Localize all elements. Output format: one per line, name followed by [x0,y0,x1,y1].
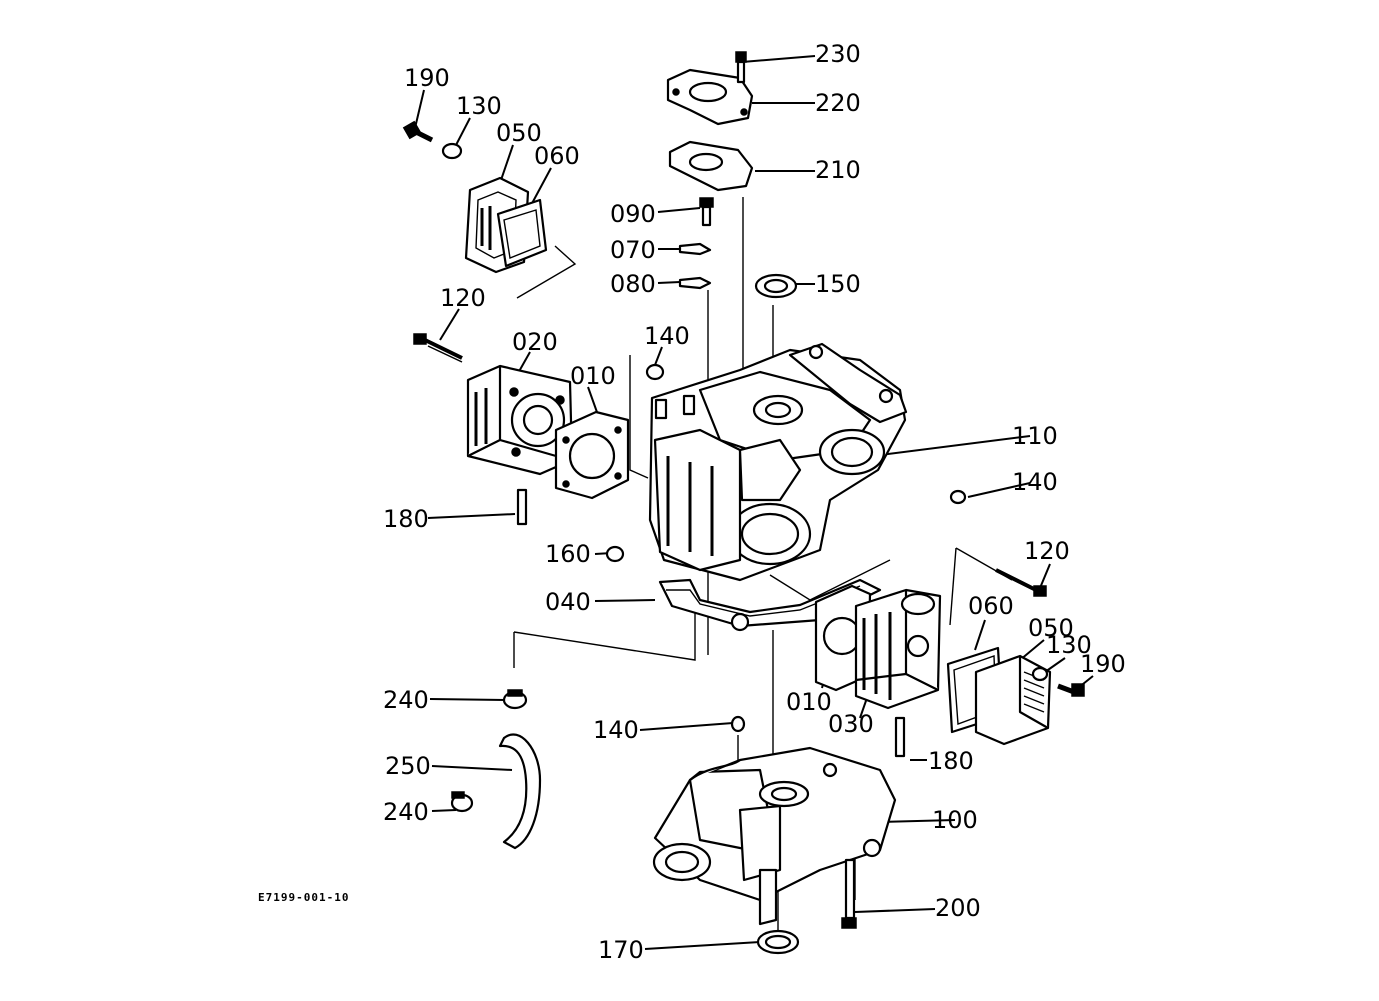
pin-070 [678,242,712,256]
callout-150: 150 [815,270,861,298]
bolt-190-left [402,120,434,143]
callout-050-left: 050 [496,119,542,147]
gasket-010-left [554,410,630,500]
plug-140-bottom [730,715,746,733]
bolt-090 [699,197,714,227]
callout-210: 210 [815,156,861,184]
hose-250 [498,733,542,850]
callout-170: 170 [598,936,644,964]
callout-160: 160 [545,540,591,568]
callout-140-right: 140 [1012,468,1058,496]
cylinder-head-020 [466,364,574,476]
callout-100: 100 [932,806,978,834]
crankcase-110 [648,342,908,582]
callout-050-right: 050 [1028,614,1074,642]
callout-220: 220 [815,89,861,117]
callout-230: 230 [815,40,861,68]
bolt-120-right [995,568,1047,597]
callout-070: 070 [610,236,656,264]
callout-080: 080 [610,270,656,298]
bolt-120-left [413,333,463,363]
callout-120-right: 120 [1024,537,1070,565]
bolt-230 [735,51,747,84]
callout-190-left: 190 [404,64,450,92]
clamp-240-bottom [450,791,474,813]
callout-180-left: 180 [383,505,429,533]
callout-010-right: 010 [786,688,832,716]
callout-250: 250 [385,752,431,780]
gasket-060-left [496,198,548,268]
callout-020: 020 [512,328,558,356]
callout-030: 030 [828,710,874,738]
callout-240-top: 240 [383,686,429,714]
washer-130-left [441,142,463,160]
callout-120-left: 120 [440,284,486,312]
callout-040: 040 [545,588,591,616]
callout-090: 090 [610,200,656,228]
callout-200: 200 [935,894,981,922]
oil-seal-170 [756,929,800,955]
plug-140-top [645,363,665,381]
callout-130-left: 130 [456,92,502,120]
plug-140-right [949,489,967,505]
gasket-210 [668,140,754,192]
leader-lines [414,55,1094,950]
crankcase-cover-100 [652,746,897,926]
stud-180-right [894,716,906,758]
bolt-200 [841,858,857,929]
pin-080 [678,276,712,290]
callout-110: 110 [1012,422,1058,450]
callout-labels: 230 220 210 090 070 080 150 190 130 050 … [383,40,1126,964]
bolt-190-right [1057,683,1085,697]
callout-060-right: 060 [968,592,1014,620]
stud-180-left [516,488,528,526]
top-cover-220 [666,68,754,126]
oil-seal-160 [605,545,625,563]
callout-140-top: 140 [644,322,690,350]
oil-seal-150 [754,273,798,299]
callout-060-left: 060 [534,142,580,170]
callout-240-bottom: 240 [383,798,429,826]
callout-130-right: 130 [1046,631,1092,659]
clamp-240-top [502,689,528,710]
callout-010-left: 010 [570,362,616,390]
callout-180-right: 180 [928,747,974,775]
callout-190-right: 190 [1080,650,1126,678]
drawing-code: E7199-001-10 [258,891,349,904]
washer-130-right [1031,666,1049,682]
cylinder-head-030 [854,588,942,710]
callout-140-bottom: 140 [593,716,639,744]
